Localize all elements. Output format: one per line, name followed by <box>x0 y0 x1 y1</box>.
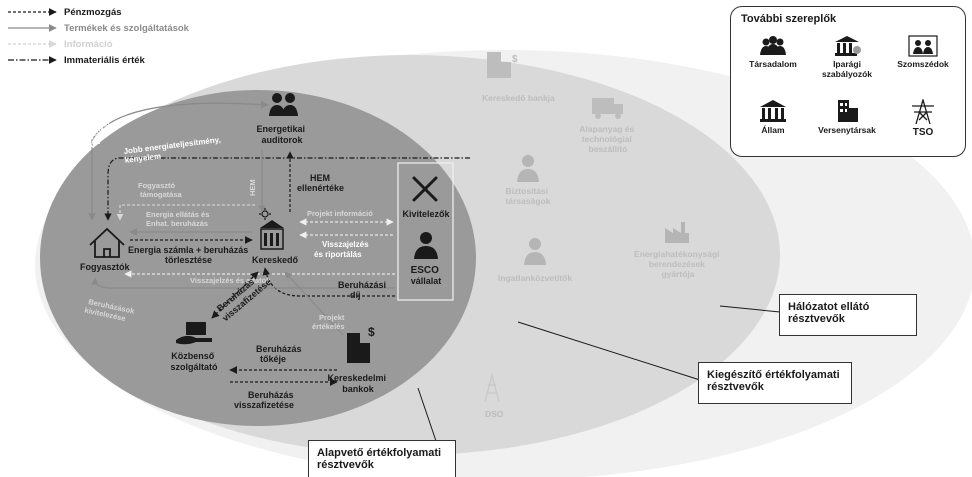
callout-kiegeszito: Kiegészítő értékfolyamati résztvevők <box>698 362 852 404</box>
businessman-icon <box>414 232 438 259</box>
beszallito-label: Alapanyag és technológiai beszállító <box>579 124 636 154</box>
legend-label: Információ <box>64 39 113 50</box>
flow-arrow <box>88 100 269 221</box>
government-icon <box>760 100 786 122</box>
truck-icon <box>592 98 623 119</box>
biztositasi-label: Biztosítási társaságok <box>506 186 551 206</box>
tools-icon <box>412 176 438 202</box>
contractors-box <box>397 162 454 301</box>
other-players-panel: További szereplők Társadalom Iparági sza… <box>730 6 966 157</box>
legend-label: Pénzmozgás <box>64 7 122 18</box>
fogyasztok-label: Fogyasztók <box>80 262 131 272</box>
flow-label: Energia ellátás és Enhat. beruházás <box>146 210 211 228</box>
callout-leader <box>719 305 781 313</box>
crowd-icon <box>760 36 786 55</box>
flow-label: Projekt értékelés <box>312 313 347 331</box>
flow-label: Visszajelzés és riportálás <box>314 240 371 259</box>
person-icon <box>524 238 546 265</box>
player-szomszedok: Szomszédok <box>885 35 961 69</box>
factory-icon <box>665 222 689 243</box>
player-tso: TSO <box>885 99 961 138</box>
flow-label: Fogyasztó támogatása <box>138 181 183 199</box>
legend-label: Termékek és szolgáltatások <box>64 23 190 34</box>
player-iparagi: Iparági szabályozók <box>809 35 885 79</box>
handshake-icon <box>176 322 212 345</box>
flow-label: Beruházás visszafizetése <box>234 390 296 410</box>
building-dollar-icon: $ <box>487 52 518 78</box>
auditorok-label: Energetikai auditorok <box>256 124 307 145</box>
callout-leader <box>517 321 701 381</box>
flow-arrow <box>284 271 344 336</box>
callout-halozat: Hálózatot ellátó résztvevők <box>779 294 917 336</box>
institution-icon <box>835 36 861 56</box>
office-buildings-icon <box>838 100 858 122</box>
kereskedo-bankja-label: Kereskedő bankja <box>482 93 555 103</box>
legend-label: Immateriális érték <box>64 55 146 66</box>
flow-label: Beruházás tőkéje <box>256 344 304 364</box>
player-versenytarsak: Versenytársak <box>809 99 885 135</box>
flow-arrow <box>211 271 259 319</box>
flow-label: Projekt információ <box>307 209 373 218</box>
flow-arrow <box>262 267 395 297</box>
flow-label: Beruházási díj <box>338 280 389 300</box>
building-dollar-icon: $ <box>347 325 375 363</box>
flow-arrow <box>91 277 395 289</box>
bank-building-icon <box>260 220 284 250</box>
other-players-title: További szereplők <box>741 13 837 25</box>
pylon-icon <box>484 372 500 403</box>
esco-label: ESCO vállalat <box>411 265 442 286</box>
bankok-label: Kereskedelmi bankok <box>327 373 388 394</box>
ingatlan-label: Ingatlanközvetítők <box>498 273 572 283</box>
flow-arrow <box>116 204 255 221</box>
pylon-icon <box>912 99 934 125</box>
dso-label: DSO <box>485 409 504 419</box>
kozbenso-label: Közbenső szolgáltató <box>170 351 218 372</box>
flow-label: Visszajelzés és adatok <box>190 276 271 285</box>
neighbors-icon <box>908 35 938 57</box>
gyarto-label: Energiahatékonysági berendezések gyártój… <box>634 249 722 279</box>
people-icon <box>269 93 298 116</box>
flow-arrow <box>104 157 470 221</box>
svg-text:$: $ <box>368 325 375 339</box>
flow-label: HEM ellenértéke <box>297 173 344 193</box>
player-allam: Állam <box>735 99 811 135</box>
legend: Pénzmozgás Termékek és szolgáltatások In… <box>8 7 190 66</box>
person-icon <box>517 155 539 182</box>
kivitelezok-label: Kivitelezők <box>402 209 450 219</box>
svg-text:$: $ <box>512 54 518 65</box>
flow-label: HEM <box>248 179 257 196</box>
kereskedo-label: Kereskedő <box>252 255 299 265</box>
house-icon <box>89 227 125 258</box>
callout-alapveto: Alapvető értékfolyamati résztvevők <box>308 440 456 477</box>
callout-leader <box>417 387 437 442</box>
player-tarsadalom: Társadalom <box>735 35 811 69</box>
flow-label: Energia számla + beruházás törlesztése <box>128 245 251 265</box>
